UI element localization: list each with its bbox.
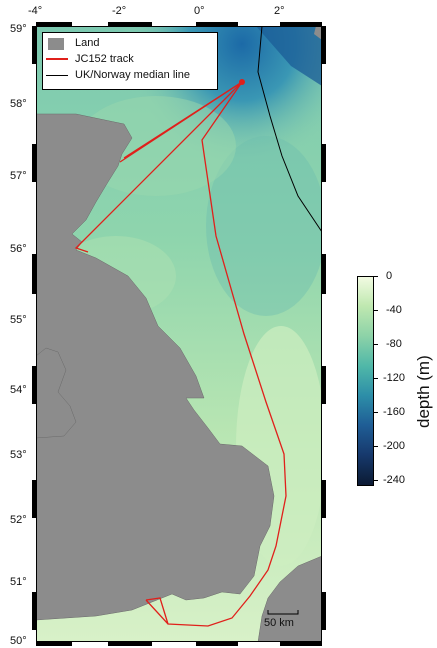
y-tick-label: 50° (10, 635, 27, 647)
land-norway (314, 26, 322, 40)
frame-ticks-top (36, 22, 322, 26)
legend-median-label: UK/Norway median line (75, 69, 190, 81)
map-panel: 50 km Land JC152 track UK/Norway median … (35, 25, 326, 643)
colorbar-tick-label: -200 (383, 440, 406, 452)
y-tick-label: 56° (10, 243, 27, 255)
y-tick-label: 59° (10, 23, 27, 35)
colorbar-tick-label: -80 (386, 338, 402, 350)
y-tick-label: 55° (10, 314, 27, 326)
x-tick-label: -4° (28, 5, 43, 17)
x-tick-label: 0° (194, 5, 205, 17)
y-tick-label: 57° (10, 170, 27, 182)
legend: Land JC152 track UK/Norway median line (42, 32, 218, 90)
track-origin-marker (239, 79, 245, 85)
legend-land-swatch (48, 38, 64, 50)
deep-trench (256, 26, 322, 86)
legend-track-label: JC152 track (75, 53, 134, 65)
colorbar-tick-label: 0 (386, 270, 393, 282)
y-tick-label: 54° (10, 384, 27, 396)
median-line (257, 25, 323, 233)
legend-median-swatch (46, 75, 68, 76)
colorbar-tick-label: -40 (386, 304, 402, 316)
y-tick-label: 53° (10, 449, 27, 461)
x-tick-label: 2° (274, 5, 285, 17)
land-britain (35, 113, 275, 621)
legend-track-swatch (46, 58, 68, 60)
colorbar (357, 276, 374, 486)
colorbar-tick-label: -240 (383, 474, 406, 486)
frame-ticks-left (32, 26, 36, 642)
scale-bar-label: 50 km (264, 617, 294, 629)
y-tick-label: 58° (10, 98, 27, 110)
shallow-patch (76, 96, 236, 196)
y-tick-label: 52° (10, 514, 27, 526)
land-ireland (35, 347, 77, 439)
colorbar-tick-label: -160 (383, 406, 406, 418)
y-tick-label: 51° (10, 576, 27, 588)
colorbar-title: depth (m) (414, 355, 433, 428)
deep-water-patch (206, 136, 326, 316)
legend-land-label: Land (75, 37, 100, 49)
bathymetry-map (35, 25, 326, 643)
land-isle-of-man (80, 374, 88, 388)
scale-bar (267, 610, 299, 615)
jc152-track (74, 81, 287, 627)
map-frame (36, 26, 322, 642)
frame-ticks-bottom (36, 642, 322, 646)
colorbar-ticks (373, 276, 381, 486)
colorbar-tick-label: -120 (383, 372, 406, 384)
x-tick-label: -2° (112, 5, 127, 17)
frame-ticks-right (322, 26, 326, 642)
